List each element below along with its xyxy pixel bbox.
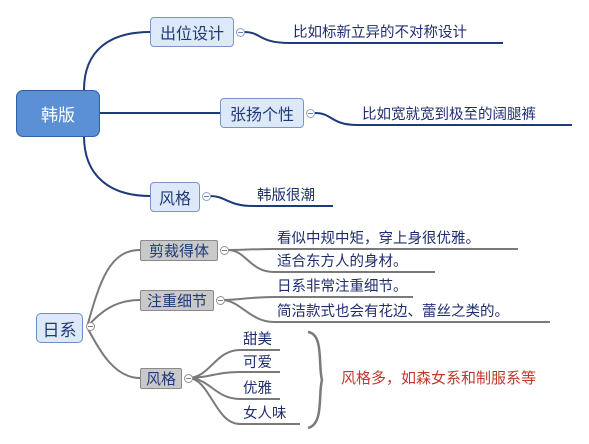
topic-label: 风格 — [145, 370, 176, 388]
topic-chuwei-design[interactable]: 出位设计 — [150, 17, 234, 47]
topic-label: 张扬个性 — [229, 105, 294, 124]
collapse-toggle-icon[interactable] — [236, 28, 245, 37]
topic-zhangyang-personality[interactable]: 张扬个性 — [220, 98, 304, 128]
detail-text: 比如标新立异的不对称设计 — [293, 25, 467, 41]
collapse-toggle-icon[interactable] — [86, 322, 95, 331]
topic-label: 风格 — [158, 189, 191, 208]
root-node-korean[interactable]: 韩版 — [16, 90, 100, 137]
detail-text: 可爱 — [243, 355, 272, 371]
root-node-japanese[interactable]: 日系 — [36, 313, 83, 343]
detail-text: 甜美 — [243, 332, 272, 348]
collapse-toggle-icon[interactable] — [306, 109, 315, 118]
detail-text: 看似中规中矩，穿上身很优雅。 — [277, 231, 480, 247]
topic-label: 注重细节 — [146, 292, 207, 310]
detail-text: 简洁款式也会有花边、蕾丝之类的。 — [277, 304, 509, 320]
topic-label: 出位设计 — [159, 24, 224, 43]
root-label: 日系 — [42, 320, 77, 341]
style-note: 风格多，如森女系和制服系等 — [341, 369, 537, 387]
collapse-toggle-icon[interactable] — [216, 296, 225, 305]
detail-text: 优雅 — [243, 381, 272, 397]
collapse-toggle-icon[interactable] — [202, 192, 211, 201]
topic-korean-style[interactable]: 风格 — [150, 182, 200, 212]
root-label: 韩版 — [41, 106, 75, 126]
topic-label: 剪裁得体 — [148, 242, 209, 260]
collapse-toggle-icon[interactable] — [184, 374, 193, 383]
detail-text: 适合东方人的身材。 — [277, 254, 408, 270]
collapse-toggle-icon[interactable] — [220, 246, 229, 255]
topic-japanese-style[interactable]: 风格 — [140, 368, 182, 389]
detail-text: 韩版很潮 — [257, 188, 315, 204]
topic-detail-focus[interactable]: 注重细节 — [140, 290, 214, 311]
topic-fitted-cut[interactable]: 剪裁得体 — [140, 240, 218, 261]
detail-text: 女人味 — [243, 406, 287, 422]
detail-text: 日系非常注重细节。 — [277, 279, 408, 295]
detail-text: 比如宽就宽到极至的阔腿裤 — [362, 107, 536, 123]
